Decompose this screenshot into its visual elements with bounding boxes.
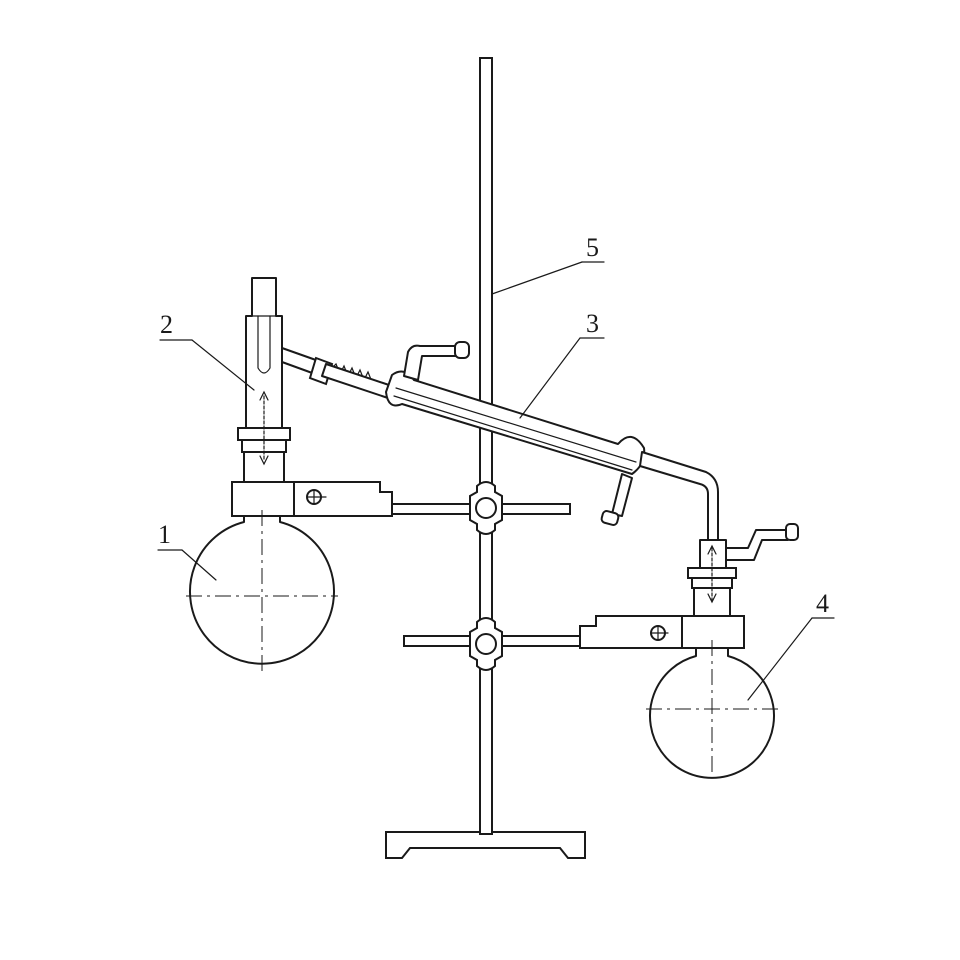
- lower-clamp-jaw: [681, 615, 745, 649]
- lower-clamp: [403, 615, 745, 671]
- receiver: [646, 523, 799, 779]
- lower-clamp-body: [579, 615, 683, 649]
- label-3: 3: [586, 309, 599, 338]
- upper-clamp: [231, 481, 571, 535]
- retort-stand: [385, 57, 586, 859]
- stand-base: [385, 831, 586, 859]
- condenser: [321, 341, 719, 541]
- stand-rod: [479, 57, 493, 835]
- label-5: 5: [586, 233, 599, 262]
- upper-clamp-jaw: [231, 481, 295, 517]
- distilling-head: [237, 277, 373, 483]
- distilling-flask: [186, 510, 338, 672]
- label-2: 2: [160, 310, 173, 339]
- label-4: 4: [816, 589, 829, 618]
- condenser-jacket: [385, 370, 646, 475]
- label-1: 1: [158, 520, 171, 549]
- leader-lines: [157, 261, 835, 701]
